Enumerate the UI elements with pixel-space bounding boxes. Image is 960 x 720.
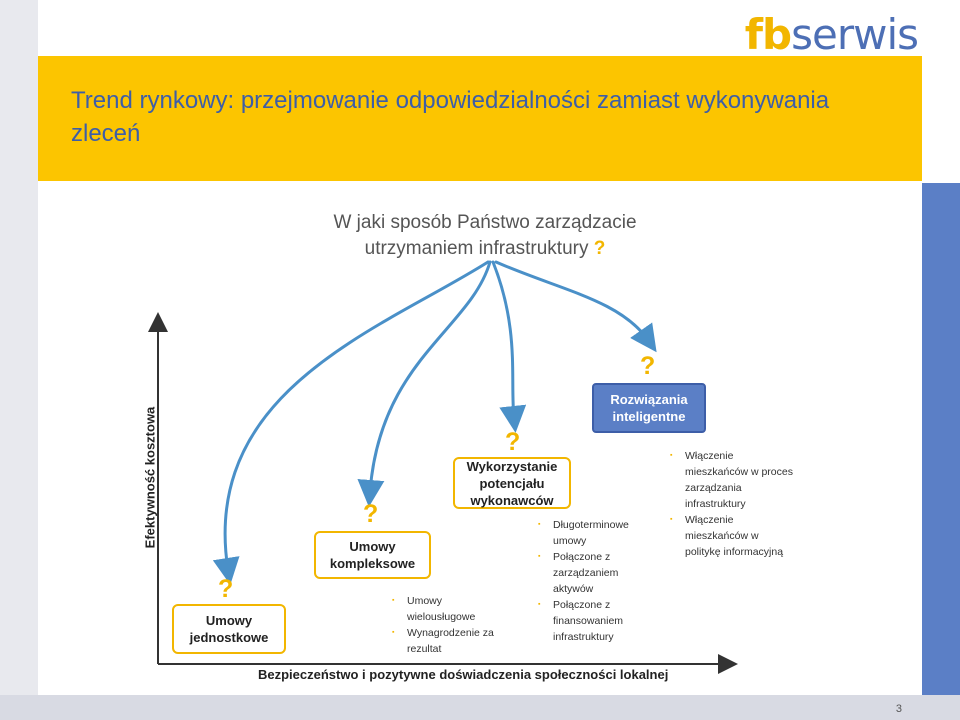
arrow-to-wykorzystanie [491, 260, 527, 433]
central-question: W jaki sposób Państwo zarządzacie utrzym… [300, 210, 670, 262]
slide-title: Trend rynkowy: przejmowanie odpowiedzial… [71, 87, 830, 147]
bullet: Umowy wielousługowe [390, 593, 500, 625]
question-mark: ? [593, 238, 606, 259]
node-rozwiazania-mark: ? [640, 352, 656, 380]
node-jednostkowe-mark: ? [218, 575, 234, 603]
node-wykorzystanie-bullets: Długoterminowe umowy Połączone z zarządz… [536, 517, 646, 645]
bullet: Wynagrodzenie za rezultat [390, 625, 500, 657]
x-axis-label: Bezpieczeństwo i pozytywne doświadczenia… [258, 667, 669, 682]
node-umowy-kompleksowe: Umowy kompleksowe [314, 531, 431, 579]
node-kompleksowe-mark: ? [363, 500, 379, 528]
footer-bar: 3 [0, 695, 960, 720]
bullet: Długoterminowe umowy [536, 517, 646, 549]
arrow-to-jednostkowe [212, 260, 490, 585]
question-text: W jaki sposób Państwo zarządzacie utrzym… [333, 212, 637, 259]
node-wykorzystanie-mark: ? [505, 428, 521, 456]
fbserwis-logo: fbserwis [744, 10, 919, 59]
arrow-to-rozwiazania [494, 260, 657, 353]
arrow-to-kompleksowe [357, 260, 492, 507]
y-axis-label: Efektywność kosztowa [142, 406, 158, 549]
title-band: Trend rynkowy: przejmowanie odpowiedzial… [38, 56, 922, 181]
bullet: Włączenie mieszkańców w proces zarządzan… [668, 448, 796, 512]
bullet: Połączone z finansowaniem infrastruktury [536, 597, 646, 645]
right-decor-bar [922, 183, 960, 695]
node-wykorzystanie-potencjalu: Wykorzystanie potencjału wykonawców [453, 457, 571, 509]
page-number: 3 [895, 703, 902, 715]
left-decor-strip [0, 0, 38, 700]
node-umowy-jednostkowe: Umowy jednostkowe [172, 604, 286, 654]
node-rozwiazania-bullets: Włączenie mieszkańców w proces zarządzan… [668, 448, 796, 560]
bullet: Włączenie mieszkańców w politykę informa… [668, 512, 796, 560]
node-rozwiazania-inteligentne: Rozwiązania inteligentne [592, 383, 706, 433]
bullet: Połączone z zarządzaniem aktywów [536, 549, 646, 597]
node-kompleksowe-bullets: Umowy wielousługowe Wynagrodzenie za rez… [390, 593, 500, 657]
